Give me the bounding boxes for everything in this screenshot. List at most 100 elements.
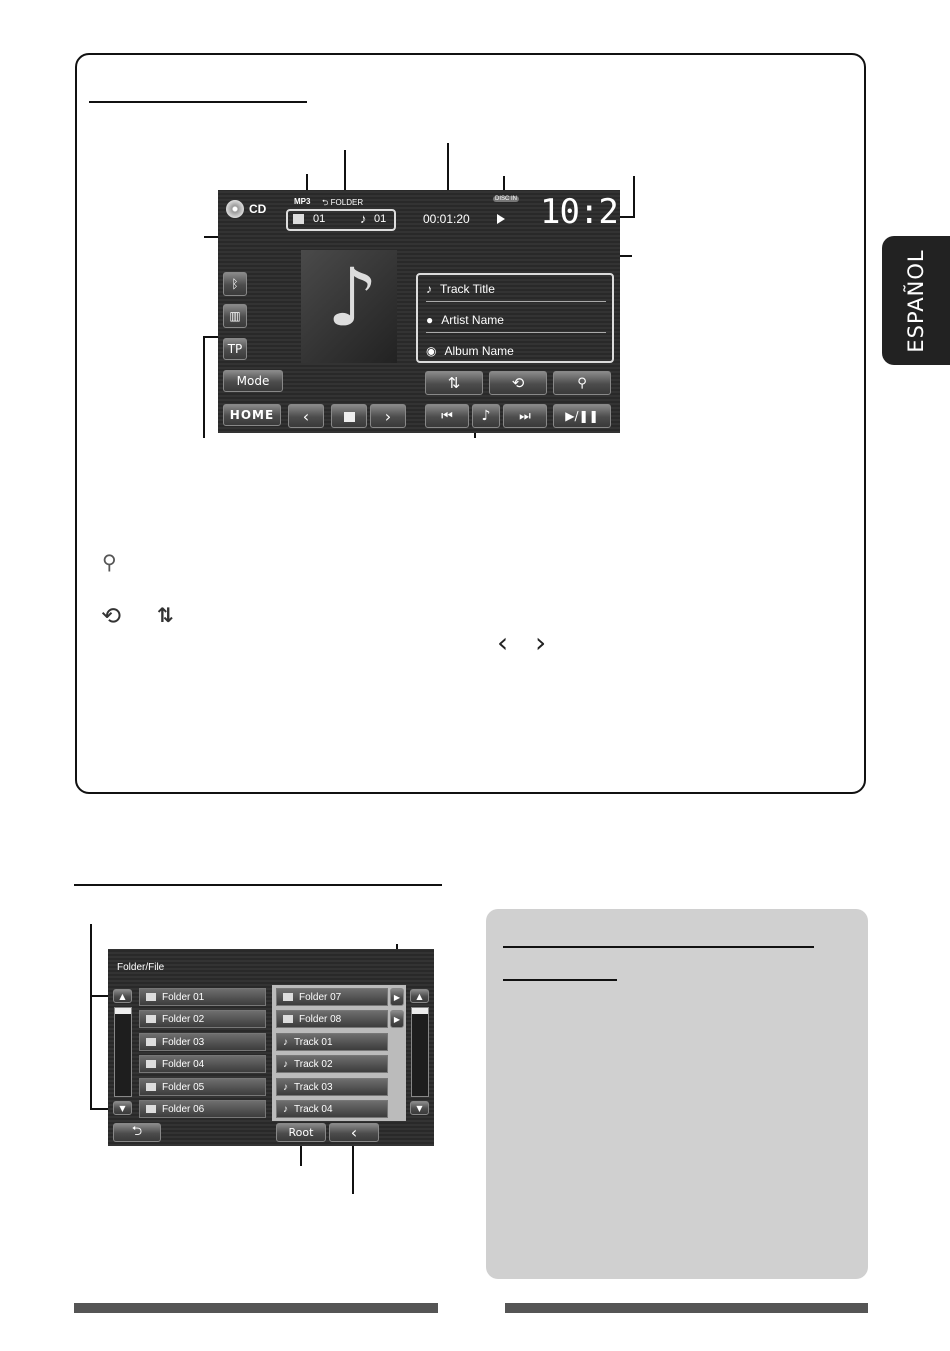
folder-number: 01 — [313, 213, 326, 225]
left-scrollbar[interactable] — [114, 1007, 132, 1097]
scroll-up-button[interactable]: ▲ — [113, 989, 132, 1003]
callout-back — [352, 1138, 354, 1194]
skip-back-button[interactable]: ⏮ — [425, 404, 469, 428]
scroll-down-button[interactable]: ▼ — [113, 1101, 132, 1115]
prev-icon: ‹ — [302, 406, 310, 426]
scrollbar-thumb[interactable] — [115, 1008, 131, 1014]
callout-scroll — [90, 924, 92, 1110]
list-item[interactable]: ♪Track 03 — [276, 1078, 388, 1096]
right-scroll-down-button[interactable]: ▼ — [410, 1101, 429, 1115]
list-item-label: Folder 02 — [162, 1013, 205, 1025]
list-item-label: Folder 01 — [162, 991, 205, 1003]
callout-format — [306, 174, 308, 192]
list-item[interactable]: Folder 06 — [139, 1100, 266, 1118]
root-button[interactable]: Root — [276, 1123, 326, 1142]
note-panel — [486, 909, 868, 1279]
disc-indicator: DISC IN — [493, 196, 520, 202]
chevron-right-icon: › — [535, 626, 547, 659]
open-subfolder-button[interactable]: ▶ — [390, 988, 404, 1006]
list-item-label: Track 02 — [294, 1058, 333, 1070]
triangle-up-icon: ▲ — [416, 991, 423, 1001]
repeat-icon: ⟲ — [101, 602, 122, 630]
list-item[interactable]: Folder 03 — [139, 1033, 266, 1051]
repeat-icon: ⟲ — [511, 374, 525, 392]
folder-icon — [146, 1015, 156, 1023]
repeat-button[interactable]: ⟲ — [489, 371, 547, 395]
artist-row: ●Artist Name — [426, 308, 606, 333]
list-item[interactable]: Folder 08 — [276, 1010, 388, 1028]
folder-icon — [146, 993, 156, 1001]
skip-forward-icon: ⏭ — [519, 408, 531, 424]
cd-disc-icon — [226, 200, 244, 218]
person-icon: ● — [426, 313, 434, 327]
folder-track-box: 01 ♪ 01 — [286, 209, 396, 231]
return-button[interactable]: ⮌ — [113, 1123, 161, 1142]
list-item-label: Folder 03 — [162, 1036, 205, 1048]
track-list-button[interactable]: ♪ — [472, 404, 500, 428]
elapsed-time: 00:01:20 — [423, 212, 470, 226]
list-item[interactable]: Folder 07 — [276, 988, 388, 1006]
next-folder-button[interactable]: › — [370, 404, 406, 428]
folder-icon — [146, 1038, 156, 1046]
up-level-button[interactable]: ‹ — [329, 1123, 379, 1142]
random-icon: ⇅ — [447, 374, 461, 392]
list-item[interactable]: Folder 01 — [139, 988, 266, 1006]
folder-icon — [146, 1083, 156, 1091]
list-item[interactable]: Folder 04 — [139, 1055, 266, 1073]
language-tab-label: ESPAÑOL — [904, 248, 928, 353]
track-info-box: ♪Track Title ●Artist Name ◉Album Name — [416, 273, 614, 363]
play-pause-button[interactable]: ▶/❚❚ — [553, 404, 611, 428]
list-item[interactable]: ♪ Track 02 — [276, 1055, 388, 1073]
music-note-icon: ♪ — [327, 251, 379, 344]
list-item-label: Folder 07 — [299, 991, 342, 1003]
repeat-mode-indicator: ⮌ FOLDER — [322, 197, 363, 211]
list-item[interactable]: ♪Track 04 — [276, 1100, 388, 1118]
right-scrollbar[interactable] — [411, 1007, 429, 1097]
callout-repeat — [344, 150, 346, 192]
music-note-icon: ♪ — [283, 1103, 288, 1115]
list-item[interactable]: Folder 05 — [139, 1078, 266, 1096]
list-item[interactable]: ♪Track 01 — [276, 1033, 388, 1051]
chevron-left-icon: ‹ — [350, 1123, 358, 1142]
music-note-icon: ♪ — [283, 1081, 288, 1093]
folder-icon — [146, 1105, 156, 1113]
track-title-row: ♪Track Title — [426, 277, 606, 302]
list-item-label: Folder 04 — [162, 1058, 205, 1070]
triangle-up-icon: ▲ — [119, 991, 126, 1001]
random-button[interactable]: ⇅ — [425, 371, 483, 395]
equalizer-icon[interactable]: ▥ — [223, 304, 247, 328]
note-rule — [503, 946, 814, 948]
open-subfolder-button[interactable]: ▶ — [390, 1010, 404, 1028]
callout-art-v — [203, 336, 205, 438]
triangle-down-icon: ▼ — [119, 1103, 126, 1113]
music-note-icon: ♪ — [283, 1036, 288, 1048]
folder-icon — [146, 1060, 156, 1068]
callout-time — [447, 143, 449, 208]
list-item[interactable]: Folder 02 — [139, 1010, 266, 1028]
folder-icon — [293, 214, 304, 224]
list-item-label: Folder 05 — [162, 1081, 205, 1093]
home-button[interactable]: HOME — [223, 404, 281, 426]
mode-button[interactable]: Mode — [223, 370, 283, 392]
callout-scroll-up — [90, 995, 114, 997]
tp-button[interactable]: TP — [223, 338, 247, 360]
folder-list-button[interactable] — [331, 404, 367, 428]
search-button[interactable]: ⚲ — [553, 371, 611, 395]
callout-scroll-down — [90, 1108, 114, 1110]
top-section-box — [75, 53, 866, 794]
album-icon: ◉ — [426, 344, 437, 358]
chevron-left-icon: ‹ — [497, 626, 509, 659]
right-list-panel: Folder 07 ▶ Folder 08 ▶ ♪Track 01 ♪Track… — [272, 985, 406, 1121]
music-note-icon: ♪ — [283, 1058, 288, 1070]
skip-forward-button[interactable]: ⏭ — [503, 404, 547, 428]
note-rule-short — [503, 979, 617, 981]
return-icon: ⮌ — [131, 1123, 143, 1139]
prev-folder-button[interactable]: ‹ — [288, 404, 324, 428]
bluetooth-icon[interactable]: ᛒ — [223, 272, 247, 296]
right-scroll-up-button[interactable]: ▲ — [410, 989, 429, 1003]
next-icon: › — [384, 406, 392, 426]
scrollbar-thumb[interactable] — [412, 1008, 428, 1014]
music-note-icon: ♪ — [426, 282, 432, 296]
track-number: 01 — [374, 213, 387, 225]
play-pause-icon: ▶/❚❚ — [565, 409, 599, 423]
